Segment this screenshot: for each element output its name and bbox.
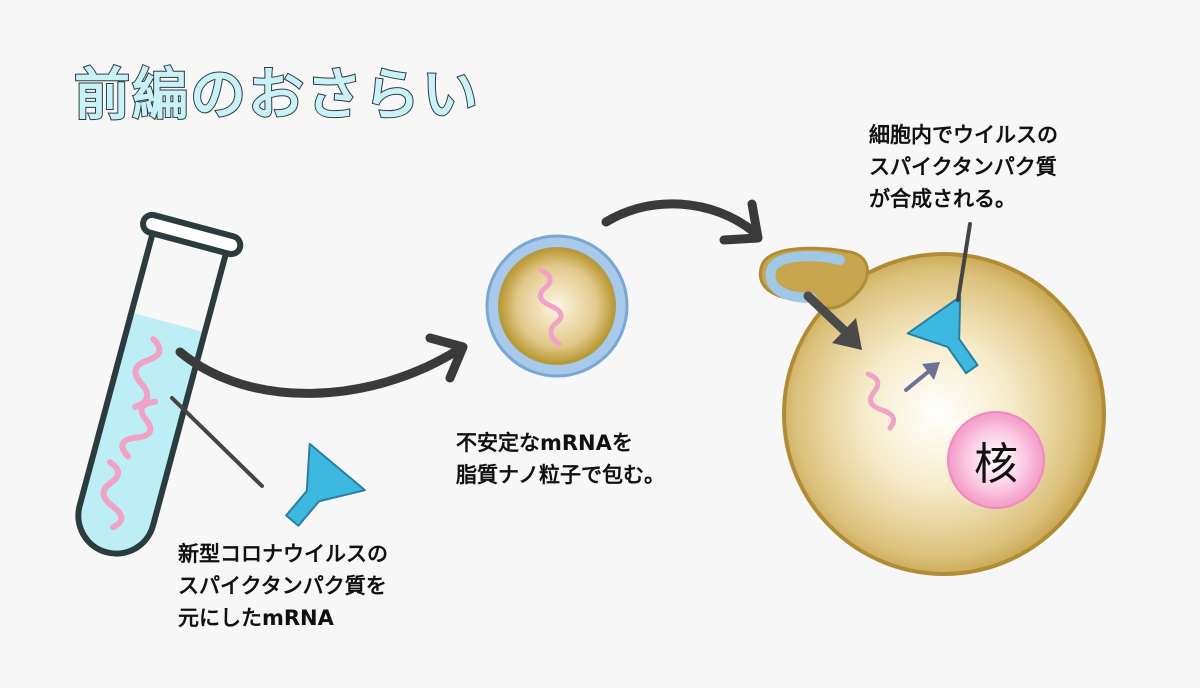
entry-arrow — [803, 291, 853, 339]
caption-mrna: 新型コロナウイルスの スパイクタンパク質を 元にしたmRNA — [178, 538, 388, 634]
caption-line: 不安定なmRNAを — [456, 431, 633, 455]
arrow-tube-to-lnp — [175, 345, 463, 398]
mrna-strand — [119, 398, 159, 460]
arrow-head — [719, 199, 763, 245]
arrow-head — [832, 318, 862, 350]
test-tube — [75, 211, 244, 557]
arrow-lnp-to-cell — [601, 199, 759, 237]
tube-body — [75, 226, 231, 557]
cell — [758, 246, 1106, 576]
caption-line: スパイクタンパク質を — [178, 574, 387, 598]
caption-line: 脂質ナノ粒子で包む。 — [456, 463, 665, 487]
lipid-core — [498, 247, 616, 365]
arrow-head — [922, 362, 940, 380]
endosome-inner — [765, 251, 845, 303]
caption-line: が合成される。 — [869, 187, 1016, 211]
nucleus — [947, 411, 1045, 509]
caption-line: スパイクタンパク質 — [869, 155, 1057, 179]
mrna-strand — [100, 459, 125, 531]
pointer-line — [956, 222, 972, 302]
spike-protein-icon — [285, 442, 366, 527]
caption-line: 細胞内でウイルスの — [869, 123, 1058, 147]
tube-liquid — [78, 312, 205, 554]
nucleus-label: 核 — [974, 439, 1018, 490]
page-title: 前編のおさらい — [73, 62, 480, 129]
mrna-strand — [537, 267, 564, 347]
caption-line: 新型コロナウイルスの — [178, 542, 388, 566]
caption-lipid-nanoparticle: 不安定なmRNAを 脂質ナノ粒子で包む。 — [456, 427, 665, 491]
translation-arrow — [904, 370, 930, 392]
caption-line: 元にしたmRNA — [178, 606, 334, 630]
lipid-nanoparticle — [485, 234, 629, 378]
tube-rim — [140, 211, 244, 258]
arrow-head — [425, 333, 468, 383]
pointer-line — [170, 396, 264, 488]
mrna-strand — [132, 336, 163, 410]
caption-cell: 細胞内でウイルスの スパイクタンパク質 が合成される。 — [869, 119, 1058, 215]
mrna-strand — [865, 371, 897, 431]
